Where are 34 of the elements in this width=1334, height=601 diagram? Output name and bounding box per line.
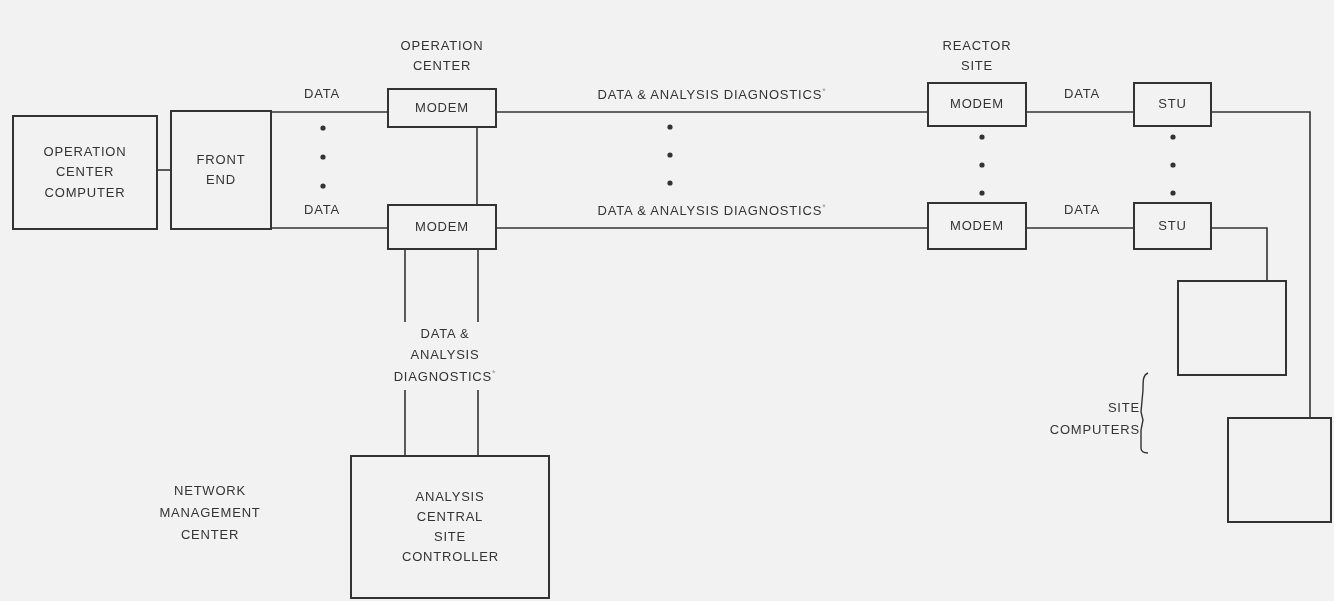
connector-line <box>1026 111 1134 113</box>
node-label: MODEM <box>950 216 1004 235</box>
node-label: MODEM <box>415 217 469 236</box>
node-label: STU <box>1158 216 1187 235</box>
node-label: OPERATION CENTER COMPUTER <box>42 143 128 202</box>
site-caption: OPERATION CENTER <box>399 37 485 75</box>
node-label: ANALYSIS CENTRAL SITE CONTROLLER <box>402 487 498 567</box>
device-box <box>1133 202 1212 250</box>
connector-line <box>476 127 478 205</box>
connector-line <box>1026 227 1134 229</box>
connector-line <box>157 169 171 171</box>
device-box <box>927 82 1027 127</box>
device-box <box>1133 82 1212 127</box>
connector-line <box>496 111 928 113</box>
device-box <box>350 455 550 599</box>
connector-line <box>271 227 388 229</box>
site-computer-box <box>1177 280 1287 376</box>
node-label: FRONT END <box>195 150 247 189</box>
connector-line <box>1211 227 1268 281</box>
node-label: MODEM <box>415 98 469 117</box>
device-box <box>12 115 158 230</box>
device-box <box>387 204 497 250</box>
connector-line <box>1211 111 1311 418</box>
group-caption: SITE COMPUTERS <box>1048 399 1140 440</box>
site-caption: REACTOR SITE <box>941 37 1013 75</box>
device-box <box>387 88 497 128</box>
node-label: MODEM <box>950 95 1004 114</box>
device-box <box>927 202 1027 250</box>
group-caption: NETWORK MANAGEMENT CENTER <box>158 482 262 545</box>
node-label: STU <box>1158 95 1187 114</box>
connector-line <box>271 111 388 113</box>
connector-line <box>496 227 928 229</box>
device-box <box>170 110 272 230</box>
site-computer-box <box>1227 417 1332 523</box>
